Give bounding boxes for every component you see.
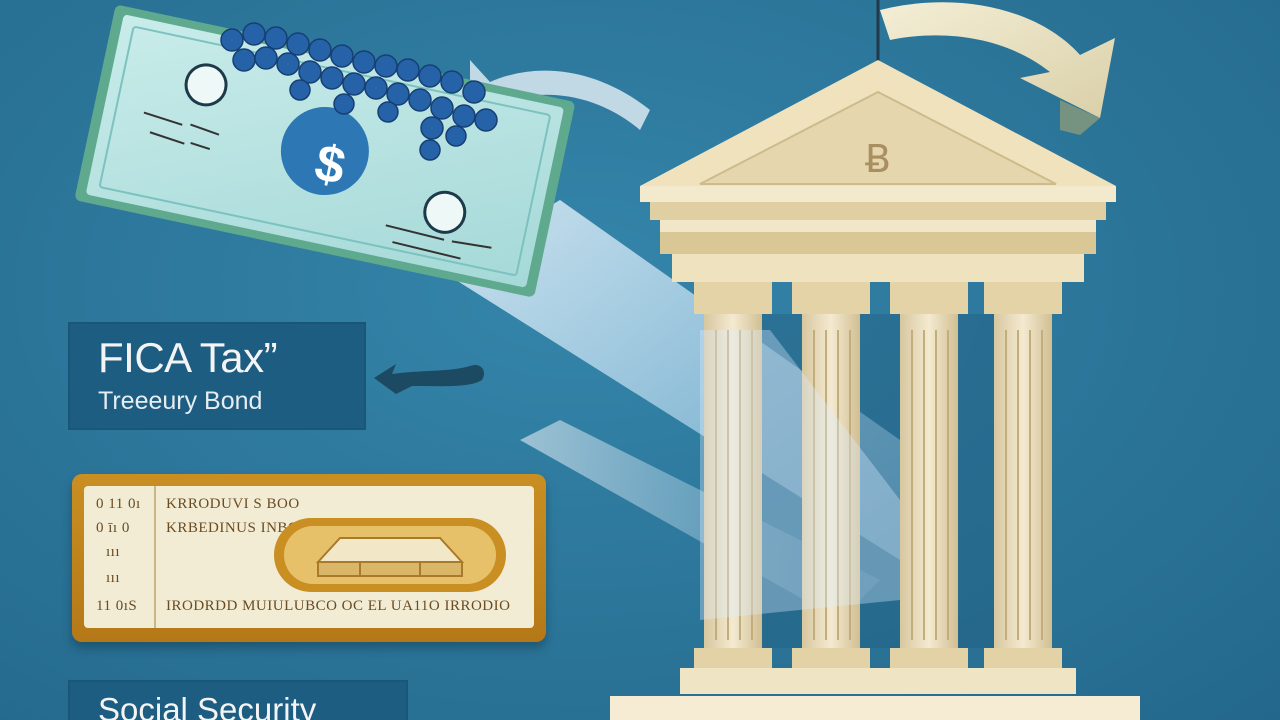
bond-line-1: KRRODUVI S BOO: [166, 496, 300, 512]
bond-line-2: KRBEDINUS INBOP: [166, 520, 309, 536]
bond-left-mark-5: 11 0ıS: [96, 598, 138, 614]
bond-left-mark-3: ııı: [106, 544, 121, 560]
social-security-label: Social Security: [68, 680, 408, 720]
light-beam-upper: [440, 200, 900, 620]
bond-divider: [154, 486, 156, 628]
social-security-title: Social Security: [98, 691, 317, 720]
bond-left-mark-1: 0 11 0ı: [96, 496, 141, 512]
gold-bar-icon: [274, 518, 506, 592]
bond-left-mark-2: 0 īı 0: [96, 520, 130, 536]
fica-tax-title: FICA Tax”: [98, 334, 278, 381]
bond-left-mark-4: ııı: [106, 570, 121, 586]
small-arrow-icon: [374, 364, 485, 394]
coins-pile-icon: [220, 22, 498, 161]
bond-line-3: IRODRDD MUIULUBCO OC EL UA11O IRRODIO: [166, 598, 511, 614]
light-beam-lower: [700, 330, 900, 620]
curved-arrow-cream: [880, 2, 1115, 135]
fica-tax-label: FICA Tax” Treeeury Bond: [68, 322, 366, 430]
treasury-bond-card: 0 11 0ı 0 īı 0 ııı ııı 11 0ıS KRRODUVI S…: [72, 474, 546, 642]
bond-card-inner: 0 11 0ı 0 īı 0 ııı ııı 11 0ıS KRRODUVI S…: [84, 486, 534, 628]
treasury-bond-subtitle: Treeeury Bond: [98, 387, 263, 415]
bank-building: [610, 0, 1140, 720]
pediment-symbol: Ƀ: [865, 137, 891, 181]
